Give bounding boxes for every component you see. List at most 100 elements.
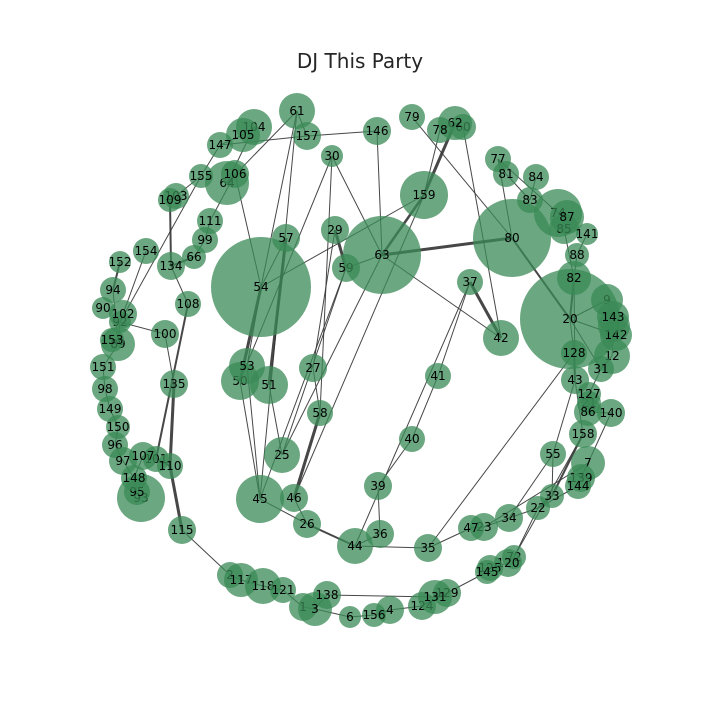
node-circle	[92, 376, 118, 402]
node-29: 29	[321, 216, 349, 244]
node-label: 4	[386, 603, 394, 617]
node-label: 7	[584, 456, 592, 470]
node-39: 39	[364, 472, 392, 500]
node-label: 80	[504, 231, 519, 245]
node-label: 39	[370, 479, 385, 493]
node-label: 58	[312, 406, 327, 420]
node-label: 99	[197, 233, 212, 247]
node-42: 42	[483, 320, 519, 356]
node-circle	[100, 328, 124, 352]
node-141: 141	[576, 223, 598, 245]
node-63: 63	[343, 216, 421, 294]
node-label: 128	[563, 346, 586, 360]
node-circle	[133, 238, 159, 264]
node-label: 154	[135, 244, 158, 258]
node-label: 108	[177, 297, 200, 311]
edge-58-46	[292, 412, 322, 499]
node-circle	[400, 171, 448, 219]
node-label: 63	[374, 248, 389, 262]
node-circle	[226, 118, 260, 152]
node-86: 86	[574, 398, 602, 426]
node-circle	[561, 340, 587, 366]
node-label: 79	[404, 110, 419, 124]
node-94: 94	[100, 277, 126, 303]
node-138: 138	[313, 581, 341, 609]
node-label: 66	[186, 250, 201, 264]
node-36: 36	[366, 520, 394, 548]
node-label: 97	[115, 454, 130, 468]
node-label: 6	[346, 610, 354, 624]
node-circle	[427, 117, 453, 143]
node-label: 151	[92, 360, 115, 374]
node-label: 140	[600, 406, 623, 420]
node-label: 27	[305, 361, 320, 375]
node-label: 26	[299, 517, 314, 531]
node-label: 30	[324, 149, 339, 163]
node-label: 47	[463, 521, 478, 535]
node-circle	[321, 216, 349, 244]
node-label: 46	[286, 491, 301, 505]
node-circle	[540, 484, 564, 508]
node-115: 115	[168, 516, 196, 544]
node-label: 3	[311, 602, 319, 616]
node-circle	[321, 145, 343, 167]
node-label: 82	[566, 271, 581, 285]
graph-title: DJ This Party	[297, 49, 423, 73]
node-circle	[565, 473, 591, 499]
node-circle	[189, 164, 213, 188]
node-circle	[100, 277, 126, 303]
node-label: 127	[578, 387, 601, 401]
node-154: 154	[133, 238, 159, 264]
node-label: 150	[107, 420, 130, 434]
node-label: 34	[501, 511, 516, 525]
node-layer: 1234679111220212223252627293031333435363…	[90, 93, 632, 628]
edge-41-37	[437, 281, 471, 377]
node-26: 26	[293, 510, 321, 538]
node-circle	[229, 348, 265, 384]
node-label: 36	[372, 527, 387, 541]
node-57: 57	[272, 224, 300, 252]
node-label: 111	[199, 214, 222, 228]
node-circle	[565, 243, 589, 267]
node-circle	[550, 200, 584, 234]
node-label: 100	[154, 327, 177, 341]
node-25: 25	[264, 437, 300, 473]
node-circle	[366, 520, 394, 548]
node-88: 88	[565, 243, 589, 267]
node-label: 44	[347, 539, 362, 553]
node-circle	[175, 291, 201, 317]
node-31: 31	[588, 356, 614, 382]
node-label: 53	[239, 359, 254, 373]
node-label: 29	[327, 223, 342, 237]
node-46: 46	[280, 484, 308, 512]
node-circle	[106, 415, 130, 439]
node-147: 147	[207, 132, 233, 158]
node-61: 61	[279, 93, 315, 129]
node-label: 55	[545, 447, 560, 461]
node-circle	[458, 515, 484, 541]
node-label: 149	[99, 402, 122, 416]
node-circle	[414, 534, 442, 562]
node-label: 152	[109, 255, 132, 269]
node-label: 22	[530, 501, 545, 515]
node-98: 98	[92, 376, 118, 402]
node-circle	[157, 453, 183, 479]
node-circle	[293, 510, 321, 538]
node-155: 155	[189, 164, 213, 188]
node-circle	[279, 93, 315, 129]
node-159: 159	[400, 171, 448, 219]
node-label: 25	[274, 448, 289, 462]
node-circle	[299, 354, 327, 382]
node-circle	[362, 603, 386, 627]
node-circle	[339, 606, 361, 628]
node-circle	[597, 301, 629, 333]
node-label: 158	[572, 427, 595, 441]
node-140: 140	[597, 399, 625, 427]
node-156: 156	[362, 603, 386, 627]
node-circle	[520, 269, 620, 369]
node-55: 55	[540, 441, 566, 467]
node-label: 35	[420, 541, 435, 555]
node-78: 78	[427, 117, 453, 143]
node-109: 109	[158, 188, 182, 212]
node-81: 81	[493, 161, 519, 187]
